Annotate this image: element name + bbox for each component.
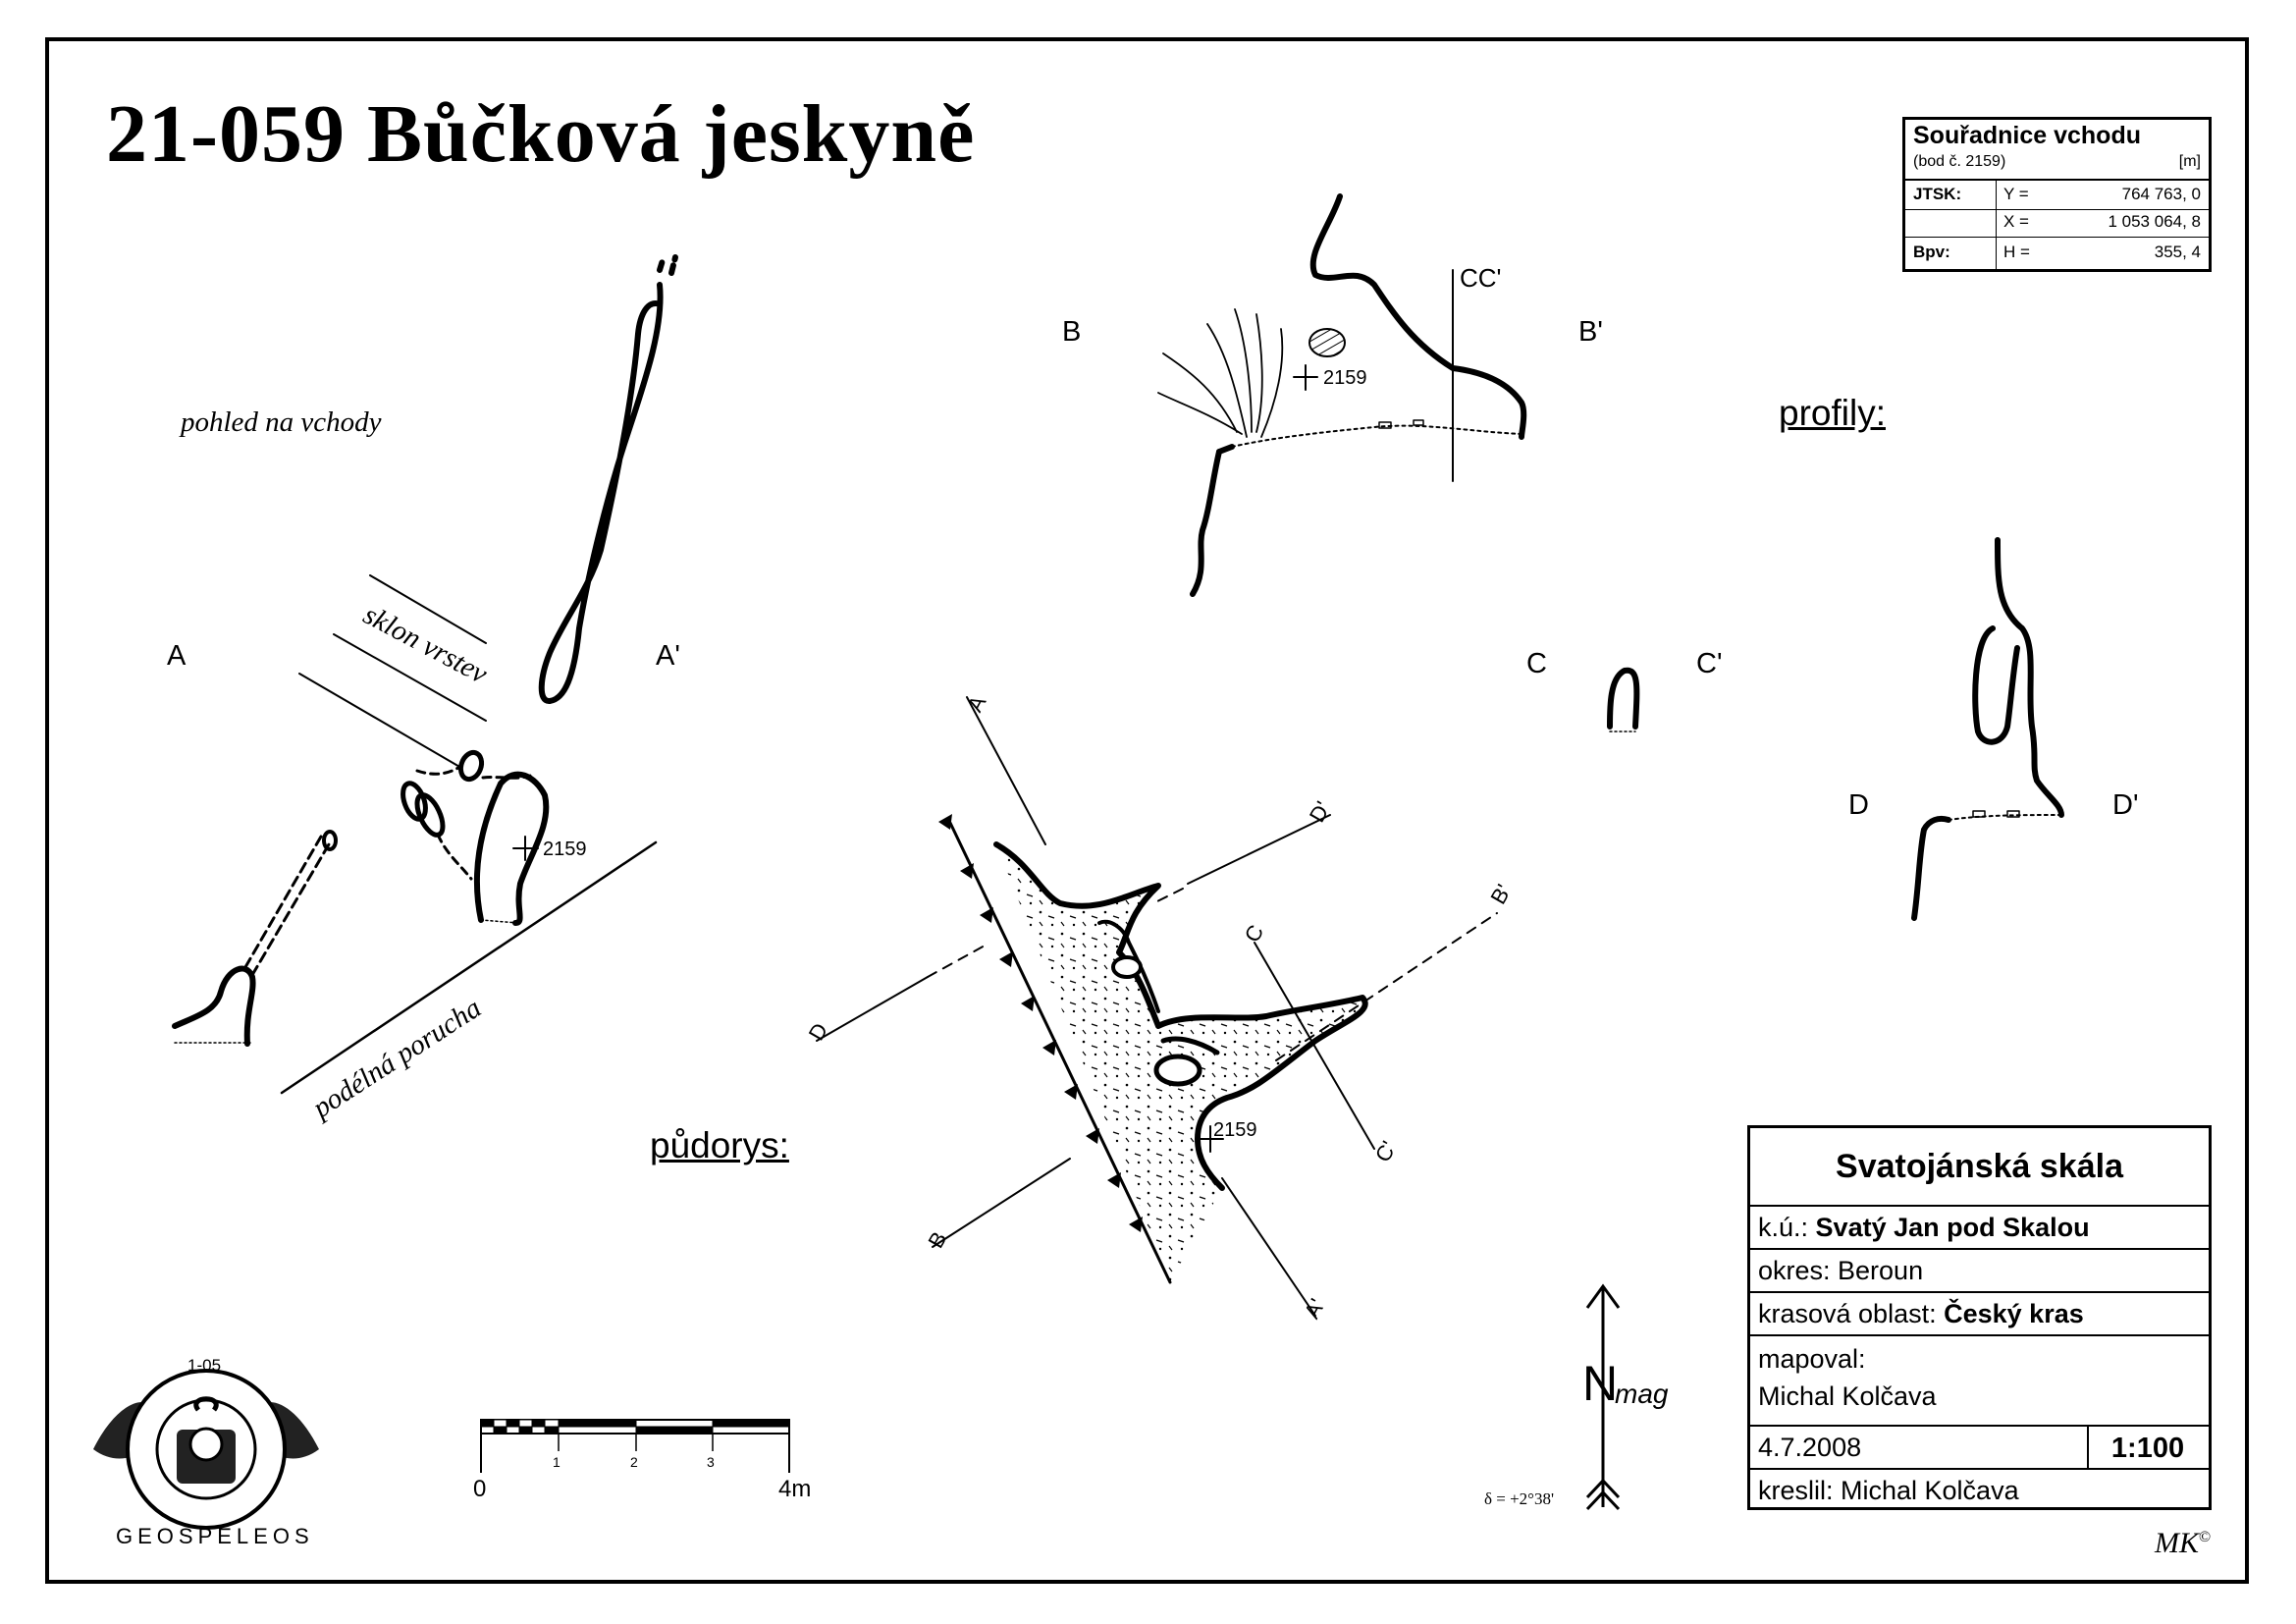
coordinate-value: 1 053 064, 8 — [2108, 212, 2201, 231]
north-sub-label: mag — [1615, 1379, 1669, 1409]
coordinates-subtitle: (bod č. 2159) — [1913, 153, 2006, 170]
plan-point-label: 2159 — [1213, 1119, 1257, 1141]
point-label: 2159 — [1323, 367, 1367, 389]
section-label-cc-prime: CC' — [1460, 263, 1502, 293]
map-scale: 1:100 — [2110, 1433, 2185, 1464]
coordinate-name: Y = — [2003, 185, 2029, 203]
section-label-d-prime: D' — [2112, 789, 2139, 821]
signature: MK© — [2155, 1527, 2211, 1560]
section-label-c: C — [1526, 648, 1547, 679]
copyright-mark: © — [2199, 1529, 2212, 1545]
scale-start-label: 0 — [473, 1476, 487, 1502]
info-box: Svatojánská skála k.ú.: Svatý Jan pod Sk… — [1747, 1125, 2212, 1510]
coordinate-row: JTSK: Y = 764 763, 0 — [1905, 179, 2209, 210]
scale-tick-label: 3 — [707, 1454, 715, 1470]
profile-c — [1607, 667, 1640, 732]
info-ku-row: k.ú.: Svatý Jan pod Skalou — [1750, 1207, 2209, 1250]
scale-end-label: 4m — [778, 1476, 812, 1502]
coordinate-value: 355, 4 — [2154, 243, 2201, 261]
info-surveyed-row: mapoval: Michal Kolčava — [1750, 1336, 2209, 1427]
north-label: N — [1582, 1356, 1619, 1411]
coordinate-name: H = — [2003, 243, 2030, 261]
area-name: Svatojánská skála — [1836, 1148, 2123, 1185]
scale-tick-label: 1 — [553, 1454, 561, 1470]
signature-text: MK — [2155, 1527, 2199, 1559]
profile-b — [1157, 193, 1527, 597]
karst-label: krasová oblast: — [1758, 1299, 1937, 1328]
info-area-row: Svatojánská skála — [1750, 1128, 2209, 1207]
declination-label: δ = +2°38' — [1484, 1489, 1555, 1508]
map-title: 21-059 Bůčková jeskyně — [106, 88, 976, 180]
map-frame — [45, 37, 2249, 1584]
surveyed-label: mapoval: — [1758, 1344, 1866, 1374]
view-label: pohled na vchody — [181, 406, 382, 438]
section-label-b: B — [1062, 316, 1082, 348]
section-label-a: A — [167, 640, 187, 672]
coordinate-system: Bpv: — [1913, 243, 1950, 261]
district: okres: Beroun — [1758, 1256, 1924, 1285]
date-scale-divider — [2087, 1427, 2089, 1468]
entrance-view-sketch — [172, 254, 678, 1095]
north-arrow — [1585, 1283, 1621, 1511]
section-label-c-prime: C' — [1696, 648, 1723, 679]
coordinate-row: X = 1 053 064, 8 — [1905, 208, 2209, 238]
coordinate-row: Bpv: H = 355, 4 — [1905, 239, 2209, 267]
survey-date: 4.7.2008 — [1758, 1433, 1862, 1462]
coordinates-title: Souřadnice vchodu — [1913, 122, 2141, 149]
info-date-row: 4.7.2008 1:100 — [1750, 1427, 2209, 1470]
point-label: 2159 — [543, 839, 587, 860]
profiles-heading: profily: — [1779, 393, 1886, 433]
scale-tick-label: 2 — [630, 1454, 638, 1470]
coordinate-column-divider — [1996, 179, 1998, 269]
ku-value: Svatý Jan pod Skalou — [1815, 1213, 2090, 1242]
coordinate-value: 764 763, 0 — [2121, 185, 2201, 203]
section-label-b-prime: B' — [1578, 316, 1603, 348]
coordinates-unit: [m] — [2178, 153, 2201, 170]
plan-heading: půdorys: — [650, 1125, 789, 1165]
surveyed-value: Michal Kolčava — [1758, 1381, 1937, 1411]
scale-bar — [480, 1419, 790, 1473]
info-karst-row: krasová oblast: Český kras — [1750, 1293, 2209, 1336]
coordinate-name: X = — [2003, 212, 2029, 231]
drawn-by: kreslil: Michal Kolčava — [1758, 1476, 2019, 1505]
section-label-a-prime: A' — [656, 640, 680, 672]
info-district-row: okres: Beroun — [1750, 1250, 2209, 1293]
logo-name: GEOSPELEOS — [116, 1524, 314, 1548]
karst-value: Český kras — [1944, 1299, 2084, 1328]
logo-code: 1-05 — [187, 1356, 222, 1375]
profile-d — [1911, 537, 2064, 921]
geospeleos-logo-icon — [93, 1369, 319, 1530]
coordinate-system: JTSK: — [1913, 185, 1962, 203]
section-label-d: D — [1848, 789, 1869, 821]
cave-plan — [816, 696, 1498, 1317]
coordinates-box: Souřadnice vchodu (bod č. 2159) [m] JTSK… — [1902, 117, 2212, 272]
ku-label: k.ú.: — [1758, 1213, 1809, 1242]
